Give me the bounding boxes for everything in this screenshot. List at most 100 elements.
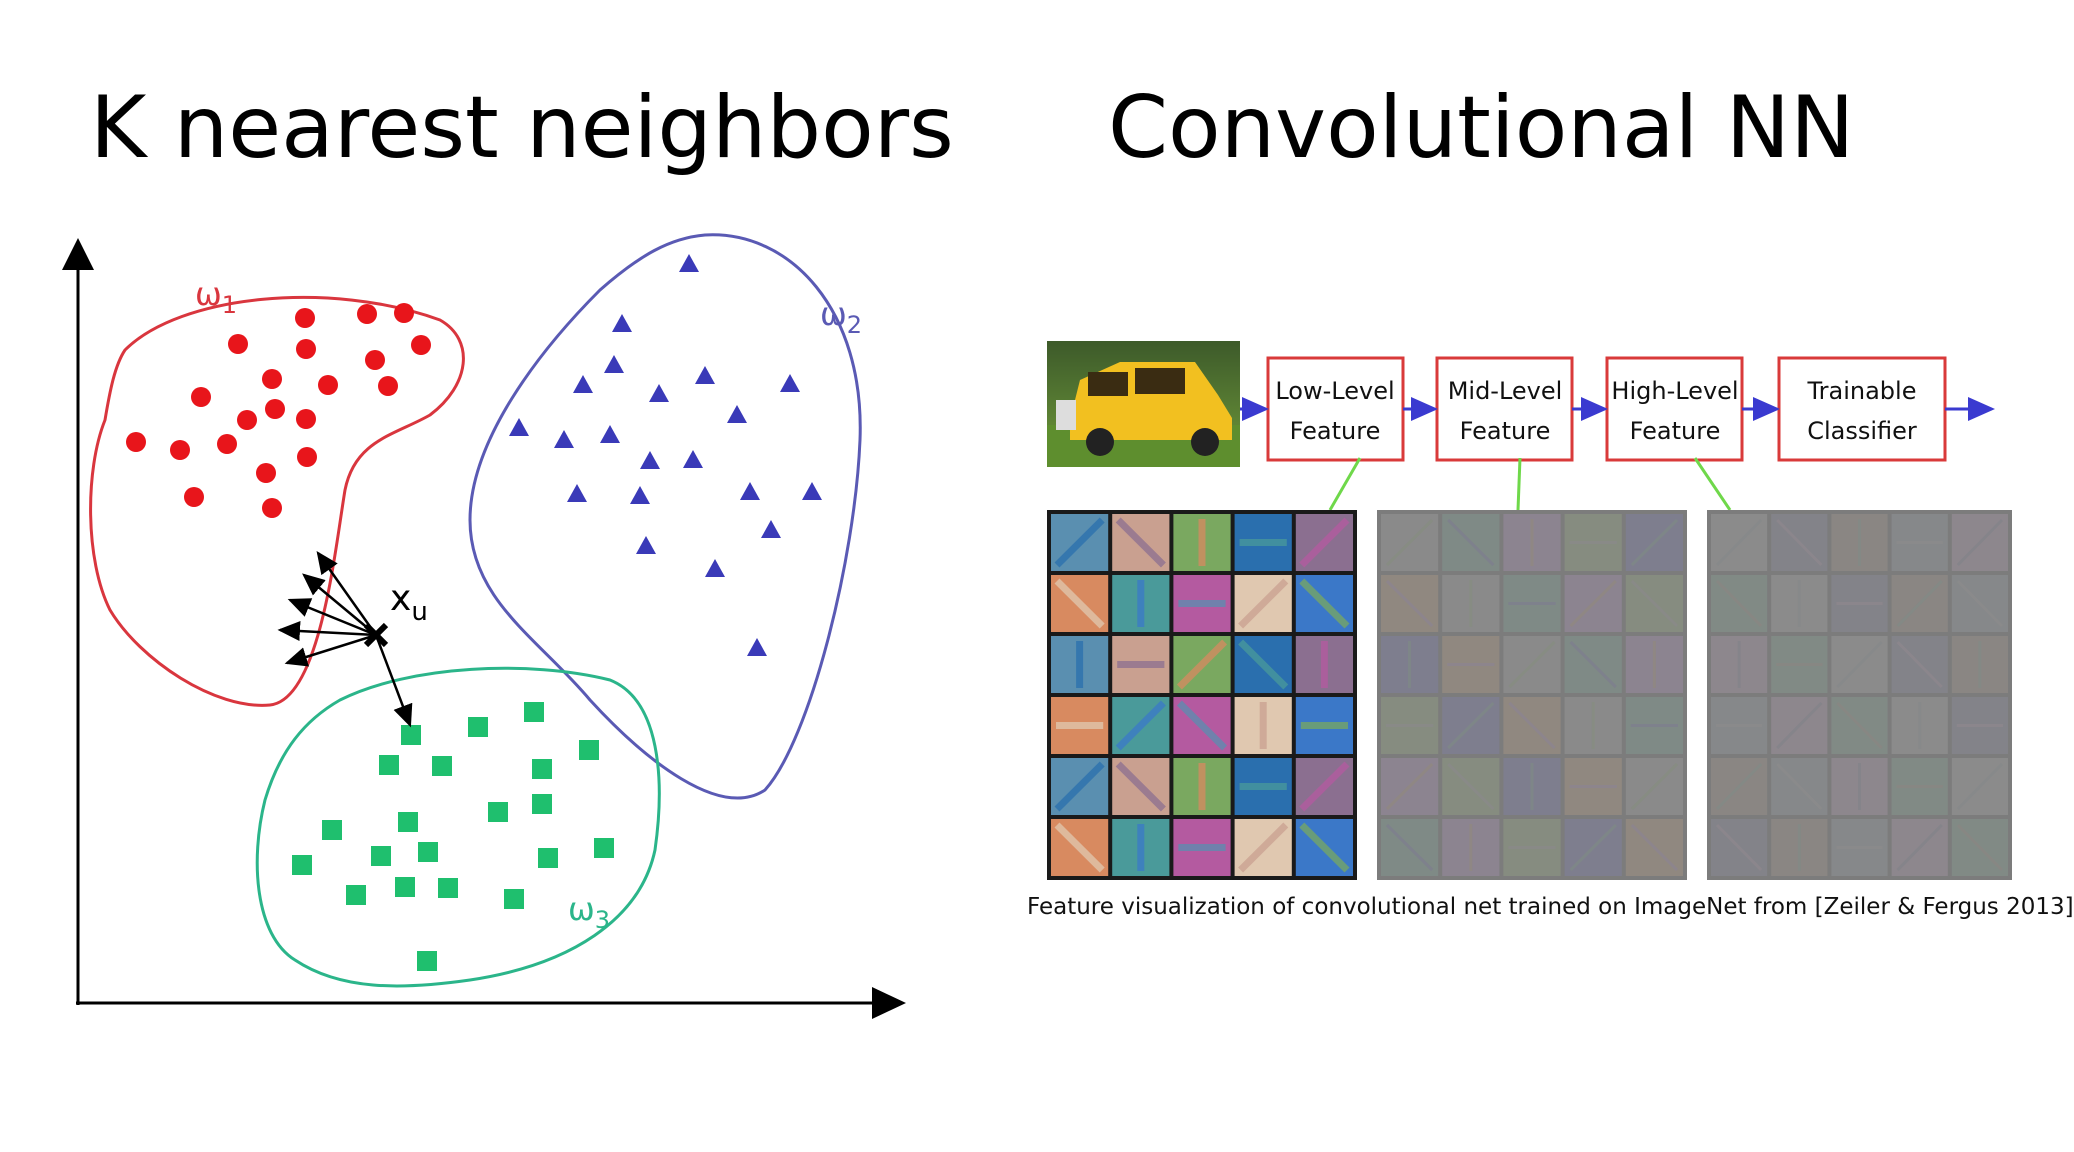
figure-caption: Feature visualization of convolutional n… (1027, 894, 2074, 920)
cluster-3-outline (255, 666, 661, 988)
circle-point (170, 440, 190, 460)
low-level-feature-grid (1047, 510, 1357, 880)
cnn-title: Convolutional NN (1108, 78, 1855, 178)
triangle-point (604, 355, 624, 373)
feature-stroke (1630, 518, 1679, 567)
circle-point (262, 369, 282, 389)
feature-stroke (1715, 579, 1763, 628)
feature-stroke (1115, 761, 1166, 812)
circle-point (365, 350, 385, 370)
square-point (379, 755, 399, 775)
feature-stroke (1299, 517, 1350, 568)
square-point (438, 878, 458, 898)
feature-stroke (1836, 640, 1883, 689)
triangle-point (740, 482, 760, 500)
svg-text:Feature: Feature (1630, 417, 1721, 445)
triangle-point (612, 314, 632, 332)
circle-point (126, 432, 146, 452)
feature-stroke (1508, 701, 1556, 750)
triangle-point (747, 638, 767, 656)
feature-stroke (1630, 762, 1679, 811)
circle-point (296, 339, 316, 359)
high-level-feature-grid (1707, 510, 2012, 880)
circle-point (217, 434, 237, 454)
cluster-1-outline (89, 295, 465, 707)
feature-stroke (1715, 823, 1763, 872)
feature-stroke (1054, 761, 1105, 812)
feature-stroke (1447, 762, 1495, 811)
feature-connectors (1328, 457, 1732, 511)
class-1-points (126, 303, 431, 518)
triangle-point (630, 486, 650, 504)
triangle-point (705, 559, 725, 577)
feature-stroke (1715, 518, 1763, 567)
square-point (468, 717, 488, 737)
feature-stroke (1299, 761, 1350, 812)
triangle-point (636, 536, 656, 554)
square-point (504, 889, 524, 909)
triangle-point (509, 418, 529, 436)
svg-text:High-Level: High-Level (1611, 377, 1738, 405)
circle-point (228, 334, 248, 354)
query-label: xu (390, 578, 428, 627)
circle-point (262, 498, 282, 518)
circle-point (411, 335, 431, 355)
triangle-point (573, 375, 593, 393)
circle-point (318, 375, 338, 395)
class-3-label: ω3 (568, 890, 610, 934)
stage-classifier: Trainable Classifier (1777, 356, 1947, 462)
feature-stroke (1776, 701, 1823, 750)
feature-stroke (1238, 578, 1289, 629)
y-axis-arrow-icon (62, 238, 94, 270)
triangle-point (567, 484, 587, 502)
stage-low-level: Low-Level Feature (1266, 356, 1405, 462)
circle-point (184, 487, 204, 507)
cnn-diagram: Low-Level Feature Mid-Level Feature High… (1047, 341, 2012, 880)
triangle-point (802, 482, 822, 500)
svg-text:Trainable: Trainable (1807, 377, 1917, 405)
triangle-point (649, 384, 669, 402)
feature-stroke (1776, 518, 1823, 567)
feature-stroke (1176, 639, 1228, 690)
query-point-cross-icon (363, 622, 389, 648)
feature-stroke (1956, 579, 2004, 628)
triangle-point (640, 451, 660, 469)
square-point (371, 846, 391, 866)
square-point (432, 756, 452, 776)
feature-stroke (1238, 822, 1289, 873)
feature-stroke (1115, 700, 1166, 751)
feature-stroke (1447, 518, 1495, 567)
svg-text:Low-Level: Low-Level (1275, 377, 1394, 405)
feature-stroke (1238, 639, 1289, 690)
triangle-point (554, 430, 574, 448)
feature-stroke (1299, 578, 1350, 629)
knn-title: K nearest neighbors (90, 78, 954, 178)
square-point (292, 855, 312, 875)
circle-point (357, 304, 377, 324)
feature-stroke (1630, 579, 1679, 628)
cluster-2-outline (468, 233, 862, 800)
feature-stroke (1956, 518, 2004, 567)
triangle-point (679, 254, 699, 272)
feature-stroke (1385, 518, 1434, 567)
svg-text:Feature: Feature (1460, 417, 1551, 445)
feature-stroke (1569, 823, 1617, 872)
class-1-label: ω1 (195, 275, 237, 319)
knn-diagram: ω1 ω2 ω3 xu (62, 233, 906, 1019)
neighbor-arrows (277, 550, 413, 728)
x-axis-arrow-icon (872, 987, 906, 1019)
feature-stroke (1447, 701, 1495, 750)
circle-point (296, 409, 316, 429)
feature-stroke (1299, 822, 1350, 873)
mid-level-feature-grid (1377, 510, 1687, 880)
feature-stroke (1508, 640, 1556, 689)
class-3-points (292, 702, 614, 971)
input-car-image (1047, 341, 1240, 467)
square-point (322, 820, 342, 840)
circle-point (394, 303, 414, 323)
square-point (398, 812, 418, 832)
feature-stroke (1385, 762, 1434, 811)
square-point (395, 877, 415, 897)
feature-stroke (1385, 823, 1434, 872)
triangle-point (600, 425, 620, 443)
